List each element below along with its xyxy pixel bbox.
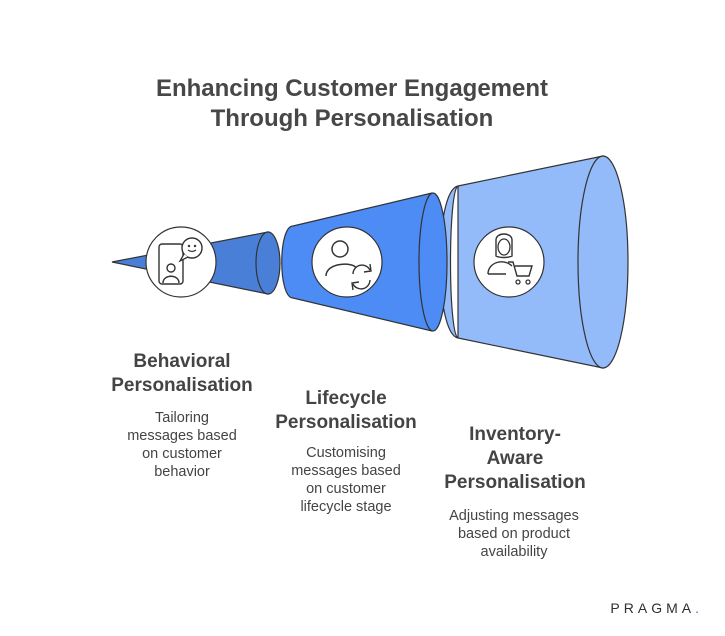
behavioral-heading-line-1: Behavioral: [133, 351, 231, 372]
inventory-desc-line: availability: [480, 544, 548, 560]
title-line-2: Through Personalisation: [210, 105, 494, 132]
inventory-desc-line: Adjusting messages: [449, 508, 579, 524]
cone-behavioral-mouth: [255, 231, 281, 295]
diagram-title: Enhancing Customer Engagement Through Pe…: [92, 74, 612, 134]
lifecycle-heading: Lifecycle Personalisation: [266, 387, 426, 435]
user-cycle-icon: [311, 226, 383, 298]
lifecycle-desc-line: lifecycle stage: [300, 499, 392, 515]
behavioral-heading: Behavioral Personalisation: [108, 350, 256, 398]
behavioral-desc-line: behavior: [154, 464, 210, 480]
lifecycle-heading-line-2: Personalisation: [275, 412, 417, 433]
lifecycle-desc-line: Customising: [306, 445, 386, 461]
behavioral-desc-line: Tailoring: [155, 410, 209, 426]
behavioral-desc-line: messages based: [127, 428, 237, 444]
brand-dot: .: [695, 600, 703, 616]
lifecycle-description: Customising messages based on customer l…: [266, 444, 426, 516]
title-line-1: Enhancing Customer Engagement: [155, 75, 549, 102]
shopper-cart-icon: [473, 226, 545, 298]
behavioral-desc-line: on customer: [142, 446, 222, 462]
inventory-description: Adjusting messages based on product avai…: [428, 507, 600, 561]
chat-user-icon: [145, 226, 217, 298]
behavioral-description: Tailoring messages based on customer beh…: [102, 409, 262, 481]
inventory-desc-line: based on product: [457, 526, 571, 542]
brand-logo: PRAGMA.: [610, 600, 703, 616]
brand-name: PRAGMA: [610, 600, 696, 616]
inventory-heading-line-1: Inventory-: [469, 424, 561, 445]
lifecycle-desc-line: on customer: [306, 481, 386, 497]
inventory-heading-line-3: Personalisation: [444, 472, 586, 493]
lifecycle-desc-line: messages based: [291, 463, 401, 479]
inventory-heading-line-2: Aware: [486, 448, 544, 469]
behavioral-heading-line-2: Personalisation: [111, 375, 253, 396]
lifecycle-heading-line-1: Lifecycle: [305, 388, 387, 409]
cone-inventory-mouth: [577, 155, 629, 369]
inventory-heading: Inventory- Aware Personalisation: [433, 423, 597, 495]
cone-lifecycle-mouth: [418, 192, 448, 332]
